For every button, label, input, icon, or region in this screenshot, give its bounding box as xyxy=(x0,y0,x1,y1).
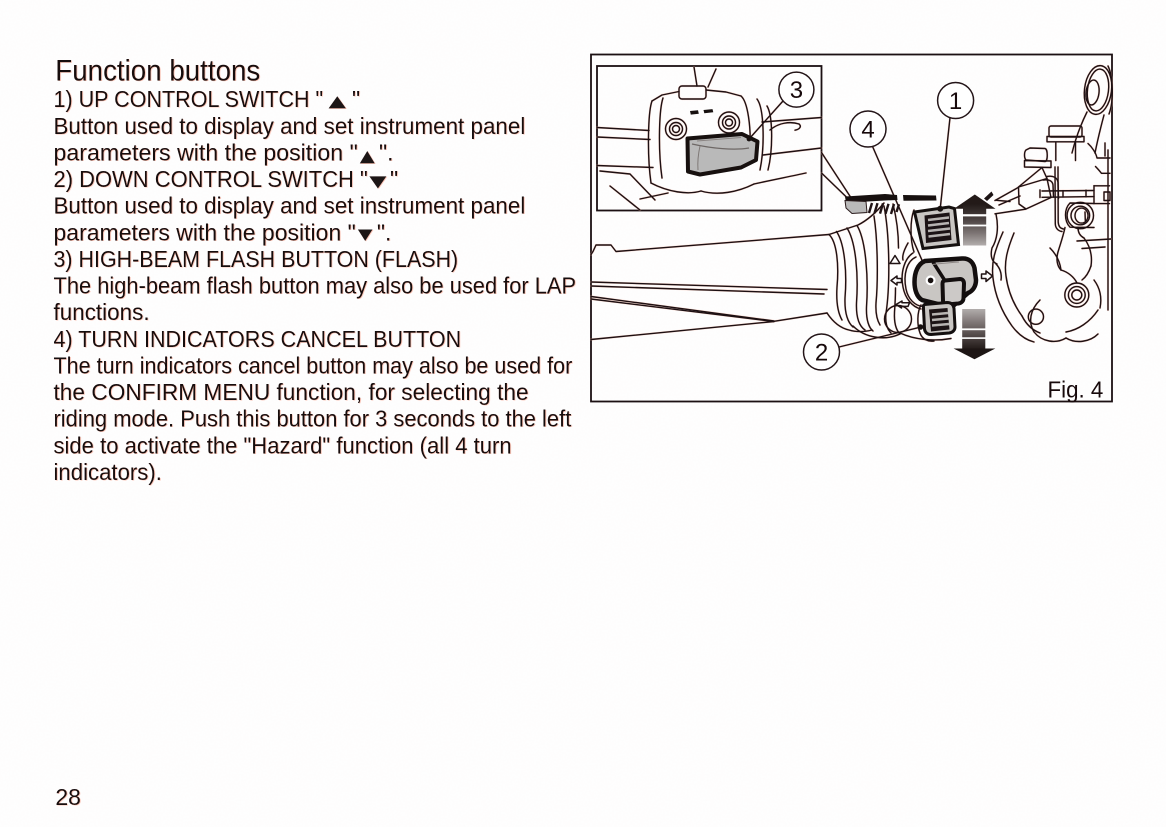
svg-text:1) UP CONTROL SWITCH ": 1) UP CONTROL SWITCH " xyxy=(54,86,324,112)
svg-text:4: 4 xyxy=(861,117,874,144)
svg-text:3: 3 xyxy=(790,77,803,104)
svg-text:riding mode. Push this button: riding mode. Push this button for 3 seco… xyxy=(54,406,572,432)
svg-text:The high-beam flash button may: The high-beam flash button may also be u… xyxy=(54,273,577,299)
svg-text:Button used to display and set: Button used to display and set instrumen… xyxy=(54,113,526,139)
svg-text:28: 28 xyxy=(55,784,81,810)
svg-text:3) HIGH-BEAM FLASH BUTTON (FLA: 3) HIGH-BEAM FLASH BUTTON (FLASH) xyxy=(54,246,459,272)
svg-text:Function buttons: Function buttons xyxy=(55,54,260,87)
svg-text:".: ". xyxy=(379,139,394,165)
svg-text:indicators).: indicators). xyxy=(54,459,162,485)
svg-text:": " xyxy=(390,166,398,192)
svg-text:2: 2 xyxy=(815,340,828,367)
svg-text:1: 1 xyxy=(949,88,962,115)
svg-text:functions.: functions. xyxy=(54,299,150,325)
svg-text:side to activate the "Hazard": side to activate the "Hazard" function (… xyxy=(54,432,512,458)
svg-text:parameters with the position ": parameters with the position " xyxy=(54,139,358,165)
svg-text:The turn indicators cancel but: The turn indicators cancel button may al… xyxy=(54,352,573,378)
svg-text:Button used to display and set: Button used to display and set instrumen… xyxy=(54,193,526,219)
svg-text:2) DOWN CONTROL SWITCH ": 2) DOWN CONTROL SWITCH " xyxy=(54,166,368,192)
svg-text:": " xyxy=(352,86,360,112)
svg-text:".: ". xyxy=(377,219,392,245)
svg-text:4) TURN INDICATORS CANCEL BUTT: 4) TURN INDICATORS CANCEL BUTTON xyxy=(54,326,462,352)
svg-text:the CONFIRM MENU function, for: the CONFIRM MENU function, for selecting… xyxy=(54,379,529,405)
svg-text:parameters with the position ": parameters with the position " xyxy=(54,219,356,245)
svg-text:Fig. 4: Fig. 4 xyxy=(1048,377,1104,403)
